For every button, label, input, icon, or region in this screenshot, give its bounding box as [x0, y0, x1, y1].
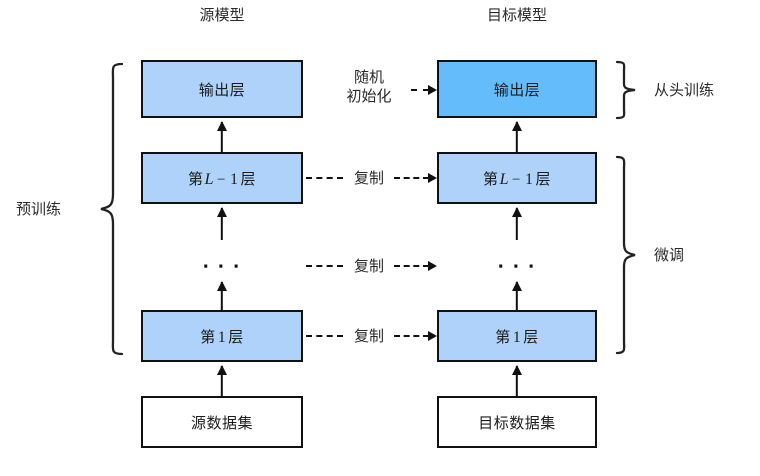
random-init-line2: 初始化 — [346, 88, 392, 105]
copy-L1-label: 复制 — [353, 170, 384, 187]
arrow-head — [512, 121, 522, 131]
train-from-scratch-brace-label: 从头训练 — [654, 82, 715, 99]
copy-dots-arrow-head — [428, 261, 437, 271]
arrow-shaft — [515, 282, 519, 312]
arrow-shaft — [515, 122, 519, 158]
source-dataset-label: 源数据集 — [190, 414, 253, 432]
finetune-brace-label: 微调 — [654, 247, 685, 264]
pretrain-brace — [98, 62, 124, 356]
arrow-head — [512, 207, 522, 217]
arrow-head — [512, 365, 522, 375]
copy-layer1-dashed-right — [394, 335, 429, 337]
target-model-title: 目标模型 — [486, 7, 547, 24]
arrow-head — [217, 207, 227, 217]
copy-layer1-arrow-head — [428, 331, 437, 341]
finetune-brace — [615, 155, 641, 355]
source-model-title: 源模型 — [199, 7, 245, 24]
copy-dots-label: 复制 — [353, 258, 384, 275]
arrow-head — [217, 281, 227, 291]
random-init-label: 随机 初始化 — [330, 68, 408, 106]
target-dataset-label: 目标数据集 — [478, 414, 556, 432]
arrow-head — [512, 281, 522, 291]
target-dataset-box[interactable]: 目标数据集 — [437, 396, 597, 448]
arrow-shaft — [220, 208, 224, 240]
copy-L1-dashed-right — [394, 177, 429, 179]
pretrain-brace-label: 预训练 — [16, 201, 62, 218]
arrow-shaft — [515, 366, 519, 398]
copy-layer1-label: 复制 — [353, 328, 384, 345]
source-ellipsis: ⋅ ⋅ ⋅ — [202, 257, 242, 276]
copy-dots-dashed-right — [394, 265, 429, 267]
target-output-layer-box[interactable]: 输出层 — [437, 60, 597, 118]
target-output-layer-label: 输出层 — [493, 81, 541, 99]
train-from-scratch-brace — [615, 60, 641, 120]
copy-L1-dashed-left — [306, 177, 343, 179]
arrow-head — [217, 365, 227, 375]
copy-layer1-dashed-left — [306, 335, 343, 337]
arrow-shaft — [220, 282, 224, 312]
source-output-layer-label: 输出层 — [198, 81, 246, 99]
arrow-shaft — [220, 122, 224, 158]
target-ellipsis: ⋅ ⋅ ⋅ — [497, 257, 537, 276]
random-init-line1: 随机 — [353, 69, 384, 86]
arrow-shaft — [220, 366, 224, 398]
arrow-shaft — [515, 208, 519, 240]
copy-L1-arrow-head — [428, 173, 437, 183]
random-init-dashed-line — [411, 89, 429, 91]
random-init-arrow-head — [428, 85, 437, 95]
source-dataset-box[interactable]: 源数据集 — [141, 396, 303, 448]
arrow-head — [217, 121, 227, 131]
copy-dots-dashed-left — [306, 265, 343, 267]
source-output-layer-box[interactable]: 输出层 — [141, 60, 303, 118]
